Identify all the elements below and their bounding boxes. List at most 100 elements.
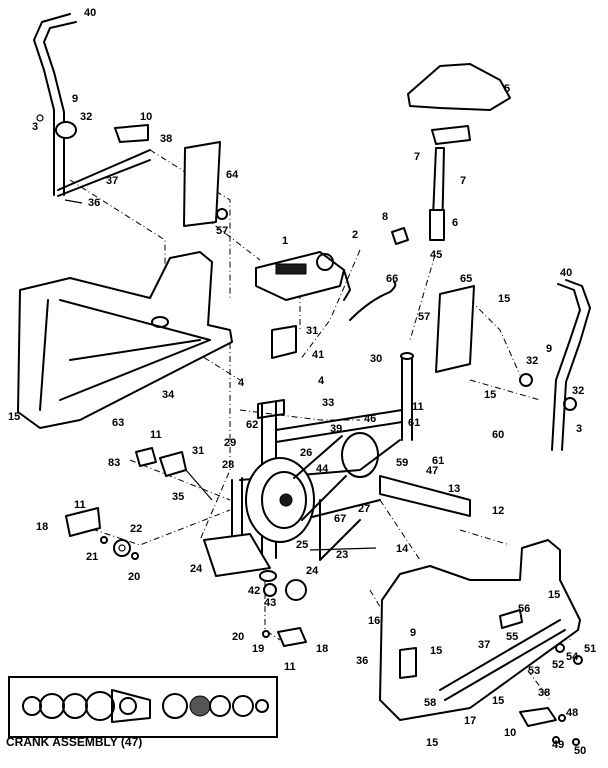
part-label: 3: [576, 423, 583, 435]
left-shroud: [183, 141, 228, 227]
part-label: 62: [246, 419, 259, 431]
part-label: 39: [330, 423, 343, 435]
part-label: 49: [552, 739, 565, 751]
part-label: 26: [300, 447, 313, 459]
part-label: 24: [306, 565, 319, 577]
part-label: 13: [448, 483, 461, 495]
part-label: 30: [370, 353, 383, 365]
part-label: 37: [106, 175, 119, 187]
part-label: 24: [190, 563, 203, 575]
part-label: 32: [572, 385, 585, 397]
part-label: 35: [172, 491, 185, 503]
right-shroud: [435, 285, 475, 373]
part-label: 61: [432, 455, 445, 467]
part-label: 66: [386, 273, 399, 285]
part-label: 9: [410, 627, 417, 639]
part-label: 46: [364, 413, 377, 425]
part-label: 16: [368, 615, 381, 627]
part-label: 10: [504, 727, 517, 739]
part-label: 32: [526, 355, 539, 367]
part-label: 53: [528, 665, 541, 677]
part-label: 31: [192, 445, 205, 457]
part-label: 83: [108, 457, 121, 469]
part-label: 15: [8, 411, 21, 423]
part-label: 22: [130, 523, 143, 535]
part-label: 41: [312, 349, 325, 361]
part-label: 9: [72, 93, 79, 105]
sensor-cable: [349, 281, 397, 321]
part-label: 64: [226, 169, 239, 181]
part-label: 11: [412, 401, 424, 413]
crank-assembly-caption: CRANK ASSEMBLY (47): [6, 735, 143, 749]
part-label: 1: [282, 235, 289, 247]
small-parts-left: [65, 447, 377, 560]
part-label: 15: [484, 389, 497, 401]
part-label: 27: [358, 503, 371, 515]
flywheel: [245, 432, 379, 543]
part-label: 60: [492, 429, 505, 441]
seat-assembly: [391, 63, 511, 245]
stabilizer-feet: [259, 570, 307, 647]
console: [255, 251, 351, 301]
part-label: 31: [306, 325, 319, 337]
part-label: 18: [316, 643, 329, 655]
part-label: 40: [560, 267, 573, 279]
part-label: 61: [408, 417, 421, 429]
crank-assembly-inset-parts: [22, 689, 269, 723]
part-label: 34: [162, 389, 175, 401]
part-label: 32: [80, 111, 93, 123]
part-label: 15: [426, 737, 439, 749]
part-label: 54: [566, 651, 579, 663]
part-label: 40: [84, 7, 97, 19]
part-label: 20: [232, 631, 245, 643]
left-housing: [17, 251, 233, 429]
part-label: 52: [552, 659, 565, 671]
part-label: 14: [396, 543, 409, 555]
right-housing: [379, 539, 583, 721]
part-label: 8: [382, 211, 389, 223]
part-label: 50: [574, 745, 587, 757]
part-label: 10: [140, 111, 153, 123]
part-label: 9: [546, 343, 553, 355]
part-label: 11: [150, 429, 162, 441]
part-label: 11: [284, 661, 296, 673]
part-label: 5: [504, 83, 511, 95]
part-label: 58: [424, 697, 437, 709]
part-label: 36: [88, 197, 101, 209]
part-label: 48: [566, 707, 579, 719]
part-label: 19: [252, 643, 265, 655]
part-label: 3: [32, 121, 39, 133]
part-label: 20: [128, 571, 141, 583]
part-label: 15: [498, 293, 511, 305]
part-label: 56: [518, 603, 531, 615]
part-label: 59: [396, 457, 409, 469]
part-label: 4: [238, 377, 245, 389]
main-frame: [203, 325, 471, 577]
part-label: 37: [478, 639, 491, 651]
part-label: 25: [296, 539, 309, 551]
part-label: 6: [452, 217, 459, 229]
part-label: 21: [86, 551, 99, 563]
part-label: 43: [264, 597, 277, 609]
part-label: 44: [316, 463, 329, 475]
part-label: 4: [318, 375, 325, 387]
left-handlebar: [33, 13, 151, 204]
part-label: 12: [492, 505, 505, 517]
part-label: 65: [460, 273, 473, 285]
part-label: 51: [584, 643, 597, 655]
part-label: 55: [506, 631, 519, 643]
part-label: 45: [430, 249, 443, 261]
part-label: 18: [36, 521, 49, 533]
part-label: 63: [112, 417, 125, 429]
part-label: 57: [216, 225, 229, 237]
part-label: 33: [322, 397, 335, 409]
part-label: 2: [352, 229, 359, 241]
right-handlebar: [519, 279, 591, 451]
part-label: 11: [74, 499, 86, 511]
crank-assembly-inset-frame: [8, 676, 278, 738]
part-label: 42: [248, 585, 261, 597]
part-label: 23: [336, 549, 349, 561]
part-label: 29: [224, 437, 237, 449]
part-label: 17: [464, 715, 477, 727]
